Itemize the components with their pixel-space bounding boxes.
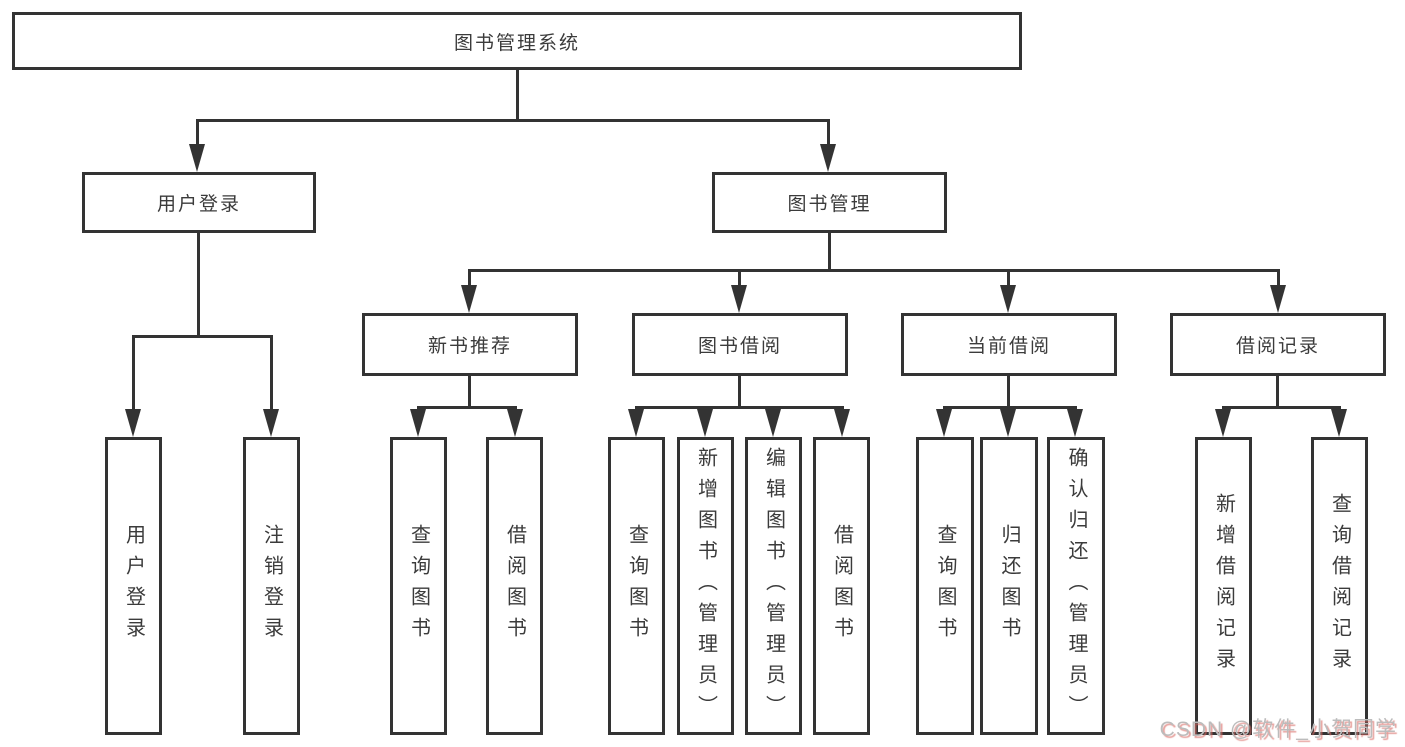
leaf-bb-edit-books-admin: 编辑图书（管理员） xyxy=(745,437,802,735)
connector-line xyxy=(1276,376,1279,409)
connector-line xyxy=(1007,376,1010,408)
leaf-bb-add-books-admin: 新增图书（管理员） xyxy=(677,437,734,735)
node-current-borrow: 当前借阅 xyxy=(901,313,1117,376)
connector-line xyxy=(827,119,830,148)
leaf-label: 确认归还（管理员） xyxy=(1065,446,1087,726)
leaf-cb-return-books: 归还图书 xyxy=(980,437,1038,735)
leaf-label: 查询图书 xyxy=(625,524,648,648)
arrowhead-down-icon xyxy=(189,144,205,172)
arrowhead-down-icon xyxy=(1270,285,1286,313)
node-label: 图书借阅 xyxy=(697,336,782,357)
node-label: 图书管理 xyxy=(787,194,872,215)
arrowhead-down-icon xyxy=(834,409,850,437)
connector-line xyxy=(516,70,519,122)
arrowhead-down-icon xyxy=(461,285,477,313)
arrowhead-down-icon xyxy=(697,409,713,437)
arrowhead-down-icon xyxy=(263,409,279,437)
arrowhead-down-icon xyxy=(410,409,426,437)
arrowhead-down-icon xyxy=(1331,409,1347,437)
connector-line xyxy=(943,406,1077,409)
arrowhead-down-icon xyxy=(1000,409,1016,437)
leaf-label: 归还图书 xyxy=(998,524,1020,648)
leaf-br-add-record: 新增借阅记录 xyxy=(1195,437,1252,735)
leaf-label: 编辑图书（管理员） xyxy=(762,446,785,726)
leaf-ns-borrow-books: 借阅图书 xyxy=(486,437,543,735)
connector-line xyxy=(132,335,273,338)
node-label: 图书管理系统 xyxy=(453,32,580,54)
leaf-label: 查询借阅记录 xyxy=(1328,493,1351,679)
leaf-cb-confirm-return-admin: 确认归还（管理员） xyxy=(1047,437,1105,735)
leaf-label: 借阅图书 xyxy=(830,524,853,648)
connector-line xyxy=(197,233,200,338)
node-label: 新书推荐 xyxy=(427,336,512,357)
leaf-user-login: 用户登录 xyxy=(105,437,162,735)
leaf-bb-borrow-books: 借阅图书 xyxy=(813,437,870,735)
arrowhead-down-icon xyxy=(936,409,952,437)
leaf-logout: 注销登录 xyxy=(243,437,300,735)
connector-line xyxy=(738,269,741,287)
leaf-label: 查询图书 xyxy=(934,524,956,648)
node-label: 当前借阅 xyxy=(966,336,1051,357)
csdn-watermark: CSDN @软件_小贺同学 xyxy=(1159,718,1397,741)
node-book-borrow: 图书借阅 xyxy=(632,313,848,376)
arrowhead-down-icon xyxy=(628,409,644,437)
connector-line xyxy=(635,406,844,409)
connector-line xyxy=(417,406,517,409)
leaf-bb-query-books: 查询图书 xyxy=(608,437,665,735)
node-root-library-system: 图书管理系统 xyxy=(12,12,1022,70)
leaf-label: 注销登录 xyxy=(260,524,283,648)
arrowhead-down-icon xyxy=(507,409,523,437)
connector-line xyxy=(468,376,471,408)
arrowhead-down-icon xyxy=(125,409,141,437)
leaf-br-query-record: 查询借阅记录 xyxy=(1311,437,1368,735)
leaf-label: 借阅图书 xyxy=(503,524,526,648)
leaf-label: 查询图书 xyxy=(407,524,430,648)
node-book-management: 图书管理 xyxy=(712,172,947,233)
connector-line xyxy=(468,269,1280,272)
connector-line xyxy=(1007,269,1010,287)
node-borrow-records: 借阅记录 xyxy=(1170,313,1386,376)
leaf-label: 新增借阅记录 xyxy=(1212,493,1235,679)
connector-line xyxy=(196,119,830,122)
node-label: 用户登录 xyxy=(156,194,241,215)
connector-line xyxy=(270,335,273,413)
node-user-login: 用户登录 xyxy=(82,172,316,233)
leaf-cb-query-books: 查询图书 xyxy=(916,437,974,735)
connector-line xyxy=(468,269,471,287)
connector-line xyxy=(1222,406,1341,409)
arrowhead-down-icon xyxy=(1000,285,1016,313)
arrowhead-down-icon xyxy=(820,144,836,172)
connector-line xyxy=(738,376,741,408)
leaf-ns-query-books: 查询图书 xyxy=(390,437,447,735)
arrowhead-down-icon xyxy=(1067,409,1083,437)
connector-line xyxy=(1277,269,1280,287)
arrowhead-down-icon xyxy=(765,409,781,437)
arrowhead-down-icon xyxy=(1215,409,1231,437)
connector-line xyxy=(828,233,831,272)
connector-line xyxy=(196,119,199,148)
arrowhead-down-icon xyxy=(731,285,747,313)
node-new-book-recommend: 新书推荐 xyxy=(362,313,578,376)
leaf-label: 新增图书（管理员） xyxy=(694,446,717,726)
connector-line xyxy=(132,335,135,413)
node-label: 借阅记录 xyxy=(1235,336,1320,357)
leaf-label: 用户登录 xyxy=(122,524,145,648)
